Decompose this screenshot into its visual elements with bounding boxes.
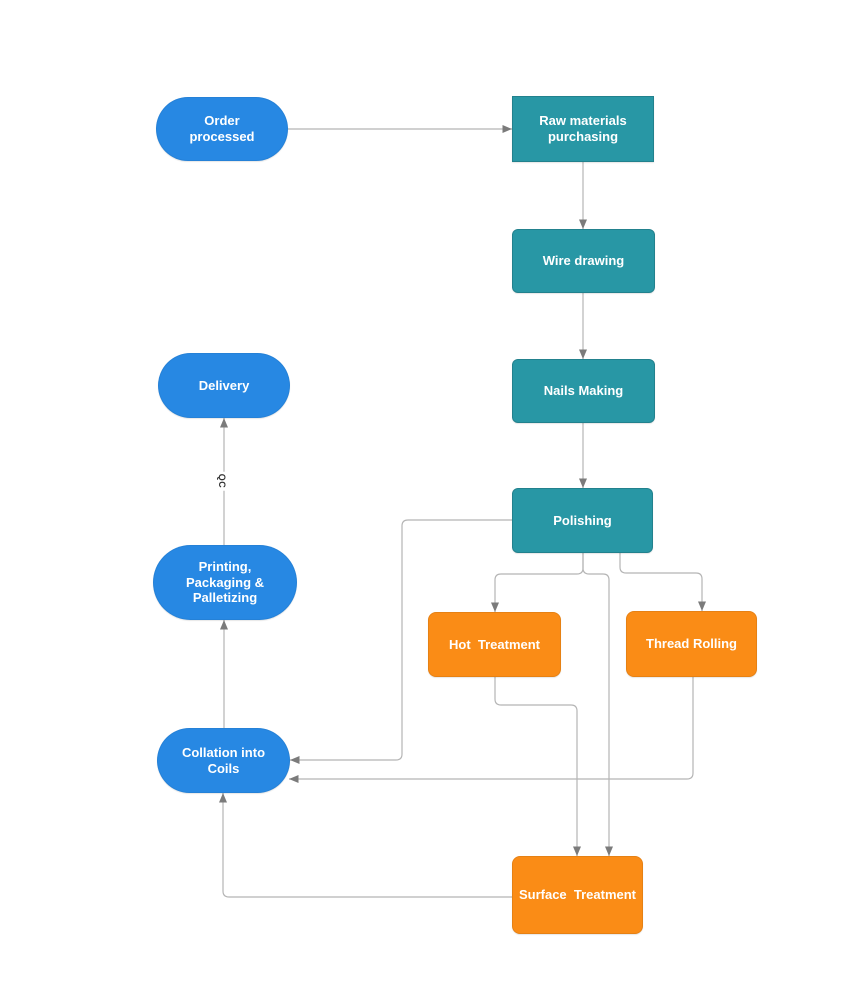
node-label: Delivery [198,377,250,393]
edge-surface-treatment-to-collation-into-coils [219,793,512,898]
node-label: Raw materials purchasing [539,113,627,144]
node-wire-drawing[interactable]: Wire drawing [512,229,655,293]
edge-polishing-to-surface-treatment [582,553,613,856]
node-raw-materials-purchasing[interactable]: Raw materials purchasing [512,96,654,162]
node-label: Surface Treatment [518,887,637,903]
qc-annotation-label: QC [216,471,228,491]
node-label: Wire drawing [542,253,625,269]
edge-polishing-to-thread-rolling [619,553,706,611]
node-delivery[interactable]: Delivery [158,353,290,418]
node-label: Polishing [553,512,612,528]
edge-hot-treatment-to-surface-treatment [494,677,581,856]
node-printing-packaging-palletizing[interactable]: Printing, Packaging & Palletizing [153,545,297,620]
edge-polishing-to-hot-treatment [491,553,584,612]
node-label: Thread Rolling [646,636,737,652]
node-label: Collation into Coils [181,744,266,776]
node-hot-treatment[interactable]: Hot Treatment [428,612,561,677]
node-thread-rolling[interactable]: Thread Rolling [626,611,757,677]
edge-thread-rolling-to-collation-into-coils [289,677,694,783]
node-nails-making[interactable]: Nails Making [512,359,655,423]
node-order-processed[interactable]: Order processed [156,97,288,161]
node-polishing[interactable]: Polishing [512,488,653,553]
node-collation-into-coils[interactable]: Collation into Coils [157,728,290,793]
node-label: Nails Making [543,383,624,399]
node-surface-treatment[interactable]: Surface Treatment [512,856,643,934]
edge-polishing-to-collation-into-coils [290,519,512,764]
node-label: Hot Treatment [448,636,540,652]
node-label: Order processed [189,113,255,144]
node-label: Printing, Packaging & Palletizing [185,558,265,606]
